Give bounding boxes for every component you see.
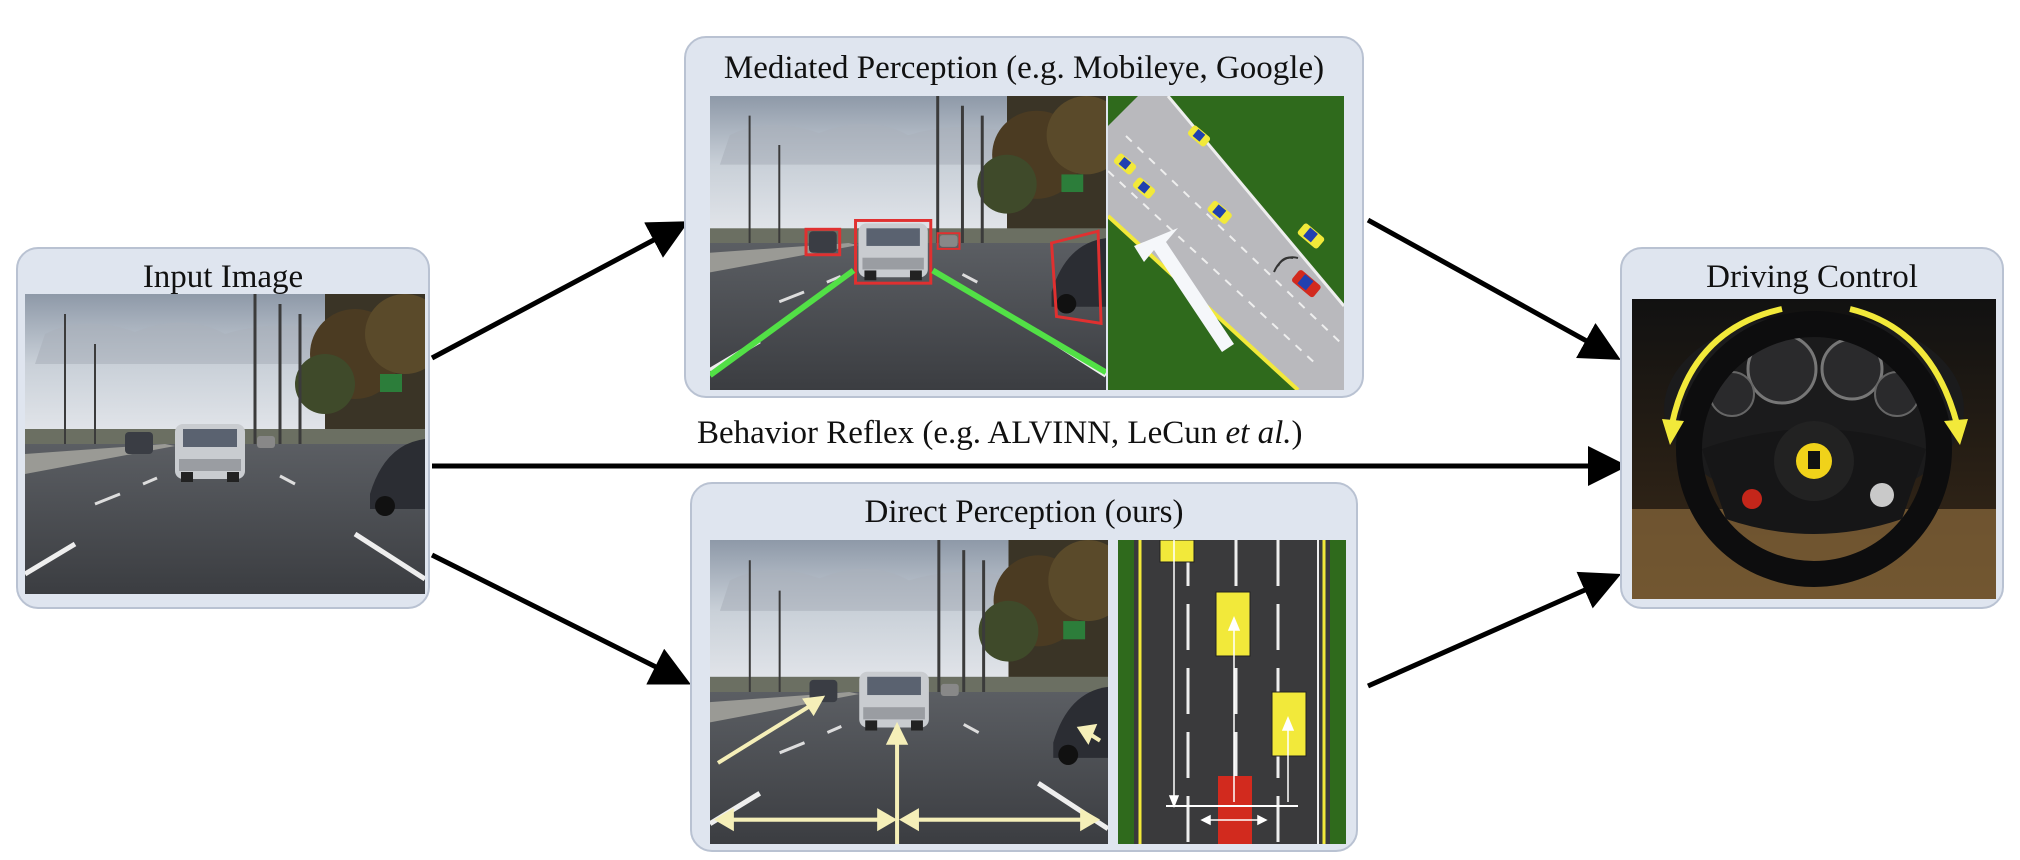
detection-box xyxy=(1049,229,1103,326)
driving-control-panel: Driving Control xyxy=(1620,247,2004,609)
mediated-topdown-map xyxy=(1108,96,1344,390)
behavior-reflex-label: Behavior Reflex (e.g. ALVINN, LeCun et a… xyxy=(697,415,1303,451)
driving-control-title: Driving Control xyxy=(1706,259,1918,295)
arrow-input-to-mediated xyxy=(430,221,689,361)
direct-lane-map xyxy=(1118,540,1346,844)
mediated-perception-panel: Mediated Perception (e.g. Mobileye, Goog… xyxy=(684,36,1364,398)
detection-box xyxy=(854,218,933,285)
direct-perception-title: Direct Perception (ours) xyxy=(864,494,1184,530)
lane-line xyxy=(931,267,1106,375)
car-icon xyxy=(1187,125,1211,147)
car-block xyxy=(1159,540,1195,563)
affordance-arrow xyxy=(716,698,821,765)
steering-wheel-photo xyxy=(1632,299,1996,599)
car-icon xyxy=(1132,177,1156,199)
input-image-panel: Input Image xyxy=(16,247,430,609)
turn-arrow-left xyxy=(1669,306,1783,425)
arrow-mediated-to-control xyxy=(1366,217,1621,360)
direction-arrow-icon xyxy=(1134,228,1234,352)
ego-car-block xyxy=(1218,776,1252,844)
steering-wheel-icon xyxy=(1676,311,1952,587)
mediated-detection-photo xyxy=(710,96,1106,390)
detection-box xyxy=(804,227,842,257)
detection-box xyxy=(936,232,961,250)
direct-perception-panel: Direct Perception (ours) xyxy=(690,482,1358,852)
car-icon xyxy=(1207,200,1232,224)
lane-line xyxy=(710,268,856,378)
direct-affordance-photo xyxy=(710,540,1108,844)
car-icon xyxy=(1297,223,1325,249)
turn-arrow-right xyxy=(1849,306,1960,425)
car-icon xyxy=(1113,153,1137,175)
arrow-input-to-direct xyxy=(430,552,691,685)
ego-car-icon xyxy=(1292,270,1321,298)
arrow-direct-to-control xyxy=(1366,571,1622,689)
input-road-photo xyxy=(25,294,425,594)
input-image-title: Input Image xyxy=(142,259,304,295)
mediated-perception-title: Mediated Perception (e.g. Mobileye, Goog… xyxy=(723,50,1325,86)
